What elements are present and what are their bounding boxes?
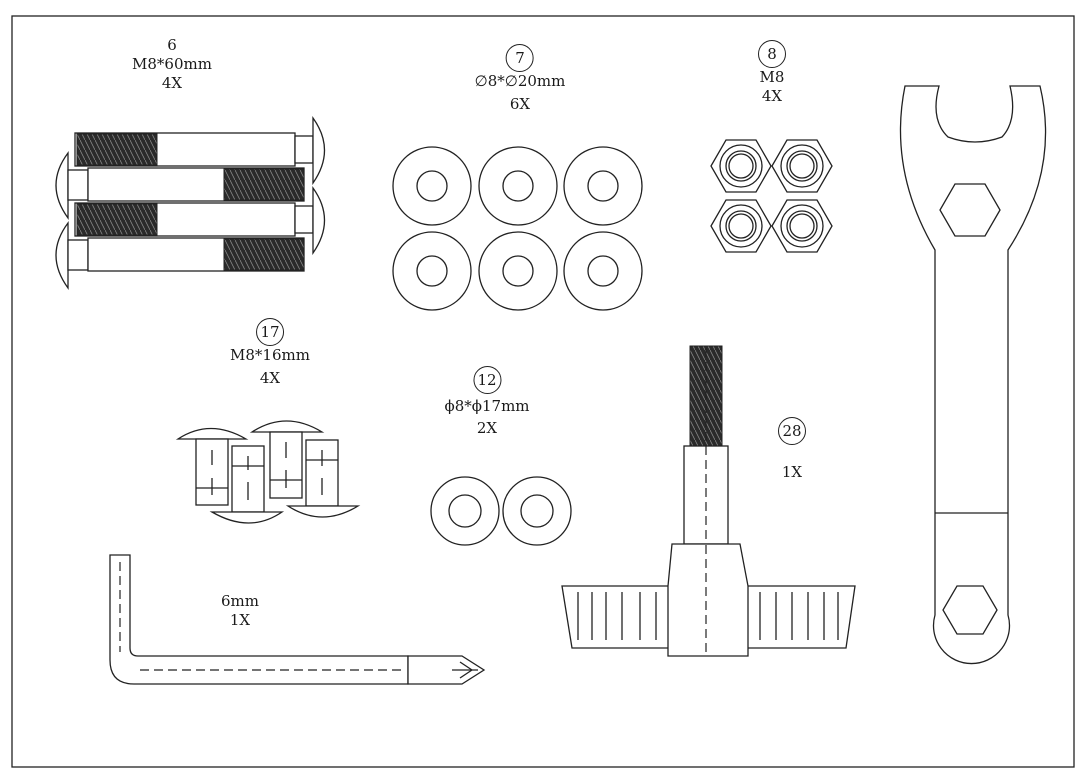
part-7-spec: ∅8*∅20mm [474,72,566,90]
part-12-spec: ϕ8*ϕ17mm [444,397,530,415]
part-8-number: 8 [758,40,786,68]
part-12-qty: 2X [476,419,498,437]
part-8-qty: 4X [761,87,783,105]
part-7-qty: 6X [509,95,531,113]
part-17-number: 17 [256,318,284,346]
part-17-label: 17 M8*16mm 4X [230,318,310,388]
wrench-drawing [899,85,1047,665]
part-28-number: 28 [778,417,806,445]
part-8-spec: M8 [759,68,785,86]
part-12-label: 12 ϕ8*ϕ17mm 2X [444,366,530,438]
diagram-frame [11,15,1075,768]
bolt-17-drawing [175,420,361,524]
allen-key-spec: 6mm [221,592,259,610]
part-6-label: 6 M8*60mm 4X [132,36,212,93]
allen-key-qty: 1X [229,611,251,629]
part-6-spec: M8*60mm [132,55,212,73]
knob-28-drawing [561,345,856,657]
part-17-qty: 4X [259,369,281,387]
part-28-qty: 1X [781,463,803,481]
part-17-spec: M8*16mm [230,346,310,364]
bolt-6-drawing [55,115,326,291]
allen-key-label: 6mm 1X [221,592,259,630]
part-6-qty: 4X [161,74,183,92]
part-7-number: 7 [506,44,534,72]
washer-7-drawing [392,146,643,311]
part-6-number: 6 [167,36,177,54]
nut-8-drawing [710,139,833,253]
allen-key-drawing [109,554,486,685]
part-12-number: 12 [473,366,501,394]
part-28-label: 28 1X [778,417,806,482]
part-7-label: 7 ∅8*∅20mm 6X [474,44,566,114]
washer-12-drawing [430,476,572,546]
part-8-label: 8 M8 4X [758,40,786,106]
